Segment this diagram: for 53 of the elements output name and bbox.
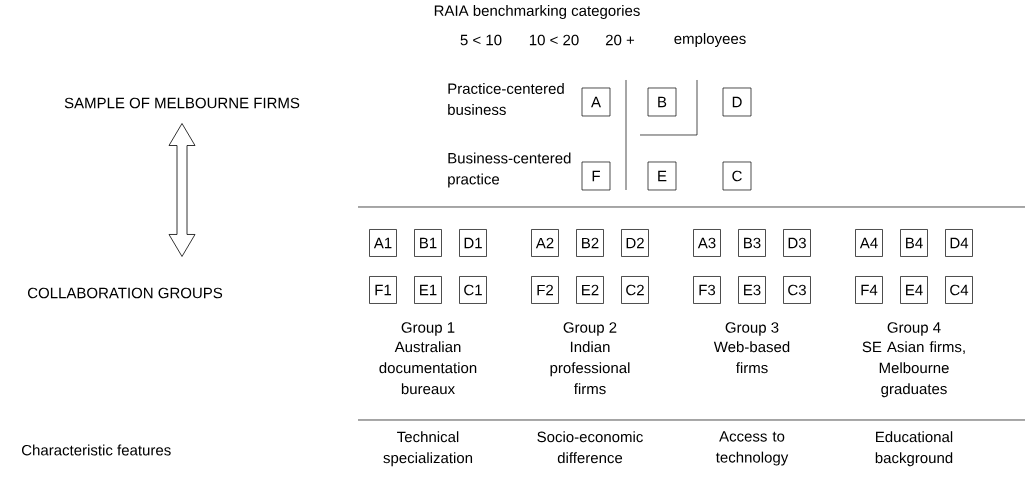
firm-box: D3: [783, 229, 811, 257]
feature-text: Socio-economic difference: [537, 431, 643, 464]
category-box: F: [581, 161, 611, 191]
firm-box: D4: [945, 229, 973, 257]
firm-box: E2: [576, 276, 604, 304]
group-description: Indian professional firms: [550, 341, 630, 395]
feature-text: Educational background: [875, 431, 953, 467]
firm-box: A1: [369, 229, 397, 257]
column-header: 5 < 10: [460, 34, 502, 46]
firm-box: E4: [900, 276, 928, 304]
firm-box: F4: [855, 276, 883, 304]
firm-box: F2: [531, 276, 559, 304]
heading-text: SAMPLE OF MELBOURNE FIRMS: [64, 97, 300, 109]
heading-text: COLLABORATION GROUPS: [28, 287, 223, 299]
double-arrow: [168, 123, 196, 257]
firm-box: A4: [855, 229, 883, 257]
row-label: Practice-centered business: [448, 83, 564, 115]
group-heading: Group 1: [401, 322, 455, 336]
category-box: E: [647, 161, 677, 191]
chart-title: RAIA benchmarking categories: [434, 5, 640, 19]
category-box: B: [647, 87, 677, 117]
firm-box: B1: [414, 229, 442, 257]
firm-box: B2: [576, 229, 604, 257]
column-header: employees: [674, 33, 746, 47]
feature-text: Technical specialization: [383, 431, 473, 467]
firm-box: C2: [621, 276, 649, 304]
firm-box: D1: [459, 229, 487, 257]
feature-text: Access to technology: [715, 431, 789, 466]
firm-box: A2: [531, 229, 559, 257]
group-heading: Group 2: [563, 322, 617, 336]
group-description: Web-based firms: [713, 341, 790, 374]
category-box: D: [722, 87, 752, 117]
group-heading: Group 4: [887, 322, 941, 336]
firm-box: C3: [783, 276, 811, 304]
row-label: Business-centered practice: [448, 152, 571, 188]
category-box: A: [581, 87, 611, 117]
section-label: Characteristic features: [22, 444, 171, 456]
firm-box: E3: [738, 276, 766, 304]
firm-box: F3: [693, 276, 721, 304]
firm-box: C1: [459, 276, 487, 304]
group-heading: Group 3: [725, 322, 779, 336]
group-description: Australian documentation bureaux: [379, 341, 477, 395]
firm-box: B3: [738, 229, 766, 257]
column-header: 10 < 20: [529, 34, 579, 46]
column-header: 20 +: [605, 34, 635, 46]
category-box: C: [722, 161, 752, 191]
group-description: SE Asian firms, Melbourne graduates: [862, 341, 965, 398]
firm-box: E1: [414, 276, 442, 304]
firm-box: F1: [369, 276, 397, 304]
firm-box: A3: [693, 229, 721, 257]
firm-box: D2: [621, 229, 649, 257]
firm-box: C4: [945, 276, 973, 304]
firm-box: B4: [900, 229, 928, 257]
